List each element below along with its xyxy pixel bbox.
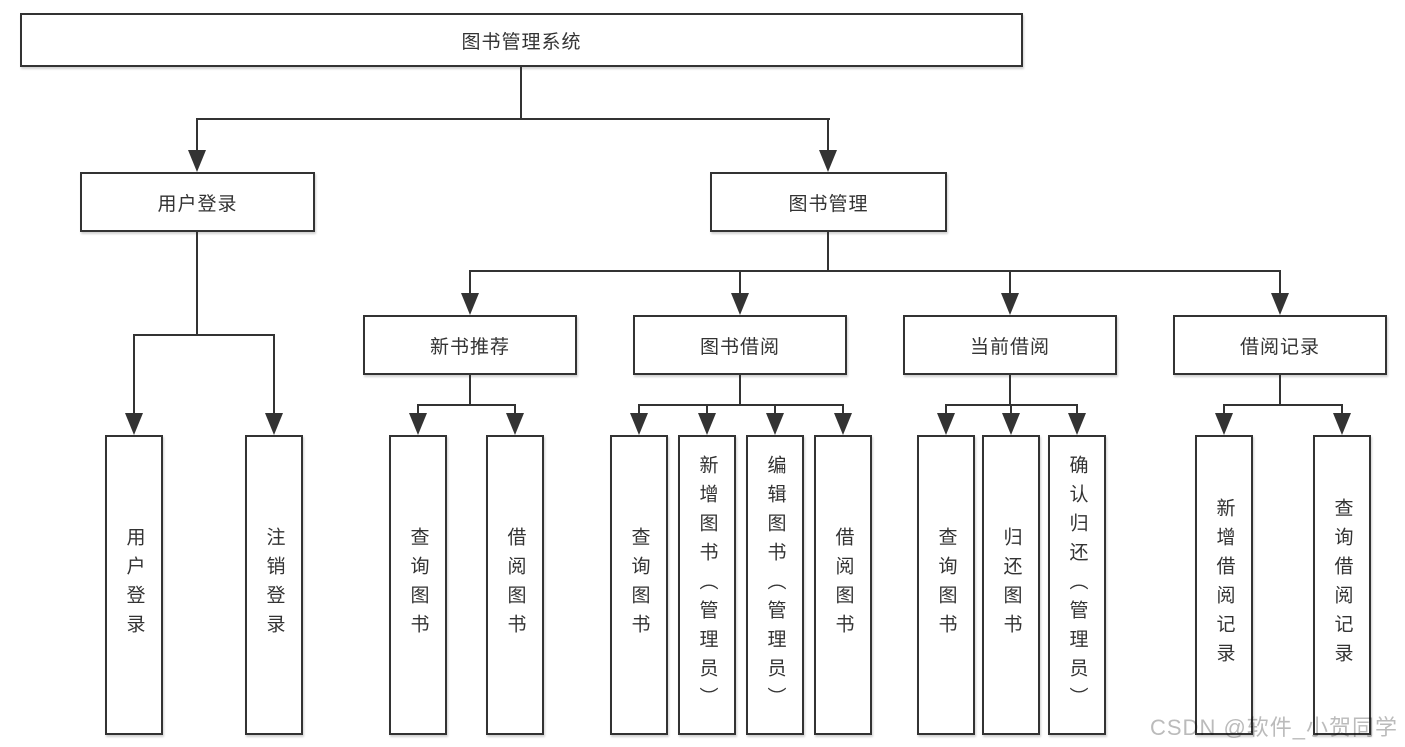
leaf-query-book-current: 查询图书 bbox=[917, 435, 975, 735]
connector-arrow bbox=[409, 413, 427, 435]
leaf-query-borrow-record: 查询借阅记录 bbox=[1313, 435, 1371, 735]
leaf-edit-book-admin: 编辑图书（管理员） bbox=[746, 435, 804, 735]
leaf-user-login: 用户登录 bbox=[105, 435, 163, 735]
connector-arrow bbox=[188, 150, 206, 172]
leaf-return-book: 归还图书 bbox=[982, 435, 1040, 735]
connector-arrow bbox=[937, 413, 955, 435]
connector-line bbox=[638, 404, 640, 415]
watermark: CSDN @软件_小贺同学 bbox=[1150, 715, 1399, 740]
connector-line bbox=[1223, 404, 1225, 415]
connector-line bbox=[827, 232, 829, 272]
leaf-label: 查询图书 bbox=[628, 527, 650, 643]
connector-line bbox=[842, 404, 844, 415]
connector-arrow bbox=[1271, 293, 1289, 315]
leaf-label: 新增借阅记录 bbox=[1213, 498, 1235, 672]
connector-line bbox=[1341, 404, 1343, 415]
connector-arrow bbox=[834, 413, 852, 435]
leaf-label: 借阅图书 bbox=[504, 527, 526, 643]
leaf-query-book-borrow: 查询图书 bbox=[610, 435, 668, 735]
leaf-label: 查询图书 bbox=[407, 527, 429, 643]
connector-line bbox=[1076, 404, 1078, 415]
connector-line bbox=[520, 67, 522, 120]
leaf-add-borrow-record: 新增借阅记录 bbox=[1195, 435, 1253, 735]
connector-line bbox=[827, 118, 829, 150]
connector-line bbox=[469, 375, 471, 406]
connector-arrow bbox=[766, 413, 784, 435]
connector-arrow bbox=[1333, 413, 1351, 435]
leaf-query-book-recommend: 查询图书 bbox=[389, 435, 447, 735]
connector-line bbox=[739, 270, 741, 295]
connector-line bbox=[196, 118, 198, 150]
connector-line bbox=[945, 404, 947, 415]
connector-line bbox=[196, 232, 198, 336]
node-book-borrow: 图书借阅 bbox=[633, 315, 847, 375]
connector-line bbox=[133, 334, 275, 336]
connector-arrow bbox=[125, 413, 143, 435]
leaf-label: 新增图书（管理员） bbox=[696, 454, 718, 716]
connector-line bbox=[1279, 270, 1281, 295]
leaf-label: 编辑图书（管理员） bbox=[764, 454, 786, 716]
leaf-label: 用户登录 bbox=[123, 527, 145, 643]
node-root: 图书管理系统 bbox=[20, 13, 1023, 67]
leaf-label: 查询借阅记录 bbox=[1331, 498, 1353, 672]
connector-arrow bbox=[819, 150, 837, 172]
leaf-borrow-book-recommend: 借阅图书 bbox=[486, 435, 544, 735]
connector-line bbox=[273, 334, 275, 415]
connector-line bbox=[417, 404, 516, 406]
connector-line bbox=[739, 375, 741, 406]
connector-arrow bbox=[1001, 293, 1019, 315]
connector-line bbox=[1009, 270, 1011, 295]
connector-line bbox=[638, 404, 844, 406]
connector-line bbox=[1009, 375, 1011, 406]
connector-line bbox=[1010, 404, 1012, 415]
leaf-label: 归还图书 bbox=[1000, 527, 1022, 643]
connector-arrow bbox=[506, 413, 524, 435]
leaf-label: 确认归还（管理员） bbox=[1066, 454, 1088, 716]
connector-arrow bbox=[630, 413, 648, 435]
leaf-logout: 注销登录 bbox=[245, 435, 303, 735]
leaf-label: 借阅图书 bbox=[832, 527, 854, 643]
connector-line bbox=[706, 404, 708, 415]
connector-arrow bbox=[265, 413, 283, 435]
connector-line bbox=[1223, 404, 1343, 406]
node-new-book-recommend: 新书推荐 bbox=[363, 315, 577, 375]
leaf-confirm-return-admin: 确认归还（管理员） bbox=[1048, 435, 1106, 735]
leaf-label: 查询图书 bbox=[935, 527, 957, 643]
node-user-login: 用户登录 bbox=[80, 172, 315, 232]
leaf-label: 注销登录 bbox=[263, 527, 285, 643]
connector-arrow bbox=[731, 293, 749, 315]
node-book-management: 图书管理 bbox=[710, 172, 947, 232]
connector-line bbox=[1279, 375, 1281, 406]
connector-line bbox=[514, 404, 516, 415]
connector-arrow bbox=[1215, 413, 1233, 435]
leaf-add-book-admin: 新增图书（管理员） bbox=[678, 435, 736, 735]
connector-line bbox=[133, 334, 135, 415]
connector-arrow bbox=[698, 413, 716, 435]
connector-arrow bbox=[1068, 413, 1086, 435]
leaf-borrow-book: 借阅图书 bbox=[814, 435, 872, 735]
connector-line bbox=[196, 118, 830, 120]
connector-arrow bbox=[461, 293, 479, 315]
connector-line bbox=[417, 404, 419, 415]
connector-line bbox=[774, 404, 776, 415]
node-current-borrow: 当前借阅 bbox=[903, 315, 1117, 375]
connector-line bbox=[469, 270, 471, 295]
connector-line bbox=[469, 270, 1281, 272]
connector-arrow bbox=[1002, 413, 1020, 435]
node-borrow-records: 借阅记录 bbox=[1173, 315, 1387, 375]
